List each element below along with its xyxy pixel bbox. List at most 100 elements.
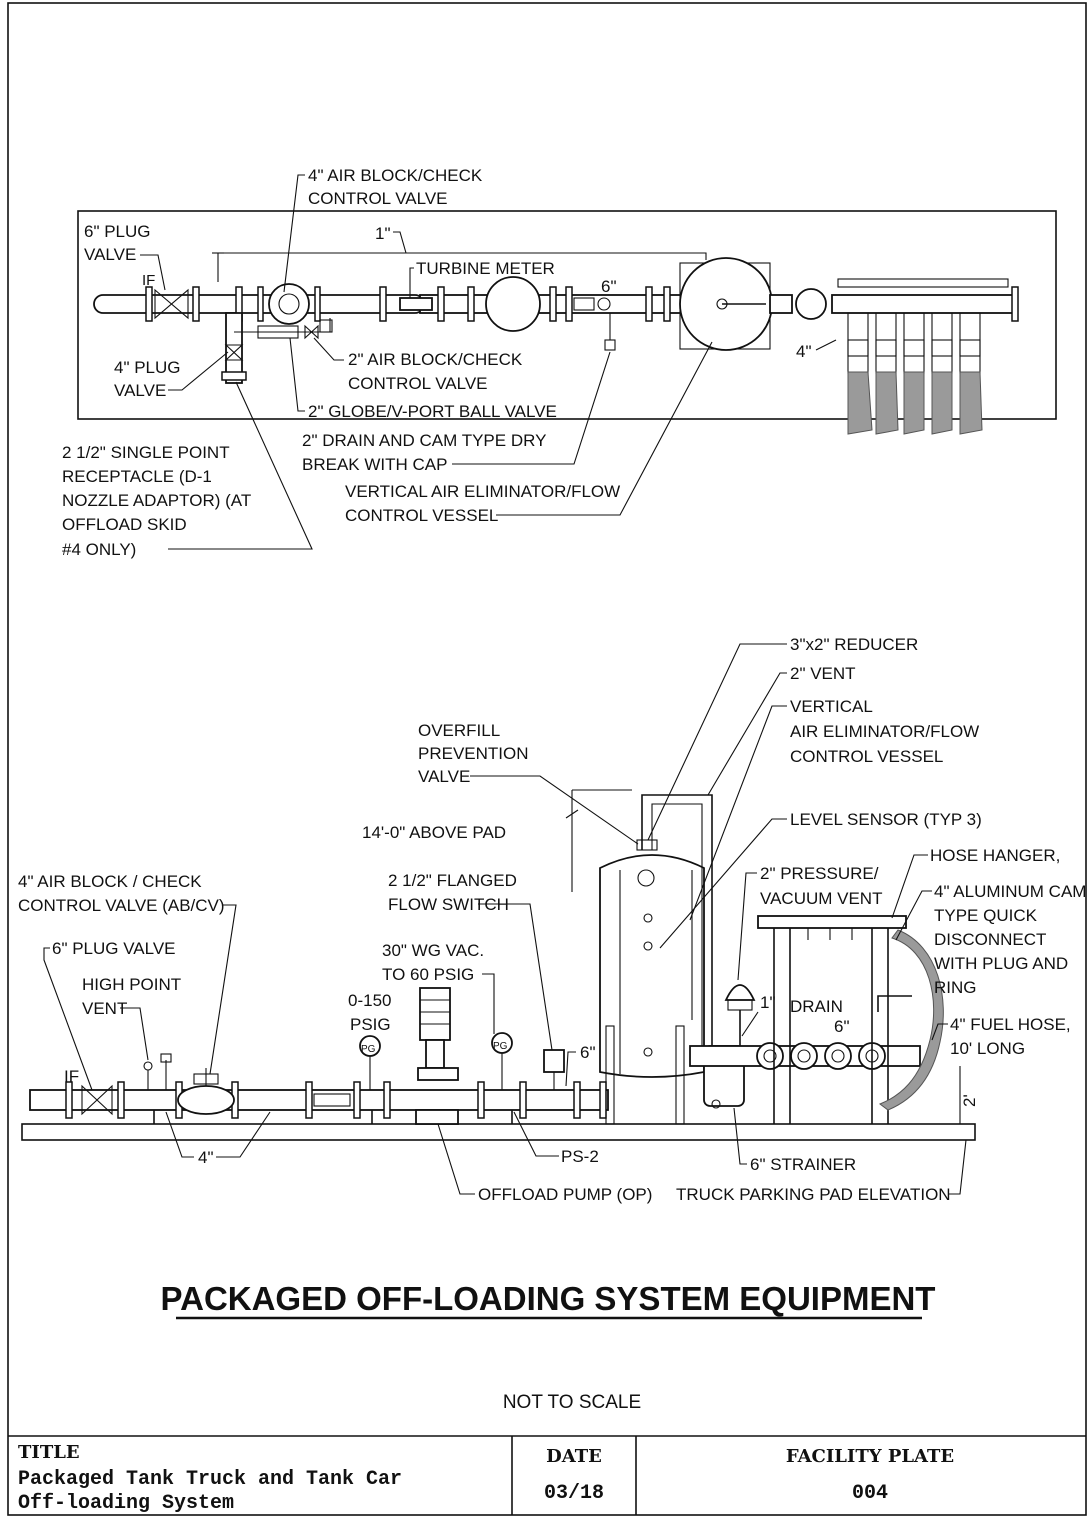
title-block-date-label: DATE: [546, 1446, 602, 1467]
offload-pump: [415, 1109, 459, 1125]
plan-label-plug-valve-6: 6" PLUG VALVE IF: [84, 222, 166, 291]
svg-text:2" PRESSURE/: 2" PRESSURE/: [760, 864, 879, 883]
high-point-vent: [143, 1061, 153, 1071]
label-flanged-flow-switch: 2 1/2" FLANGED FLOW SWITCH: [388, 871, 553, 1051]
svg-text:RECEPTACLE (D-1: RECEPTACLE (D-1: [62, 467, 212, 486]
plan-hoses: [847, 312, 983, 435]
plan-label-plug-valve-4: 4" PLUG VALVE: [114, 351, 229, 400]
label-truck-pad: TRUCK PARKING PAD ELEVATION: [676, 1139, 967, 1204]
label-vent-2: 2" VENT: [707, 664, 856, 796]
svg-text:2" AIR BLOCK/CHECK: 2" AIR BLOCK/CHECK: [348, 350, 523, 369]
svg-text:TYPE QUICK: TYPE QUICK: [934, 906, 1038, 925]
plan-manifold: [831, 294, 1017, 314]
hose-hanger: [757, 915, 907, 929]
svg-text:10' LONG: 10' LONG: [950, 1039, 1025, 1058]
svg-text:VENT: VENT: [82, 999, 127, 1018]
svg-text:4": 4": [198, 1148, 214, 1167]
svg-text:VALVE: VALVE: [84, 245, 136, 264]
plan-skid-outline: [77, 210, 1057, 420]
plan-globe-valve: [257, 325, 299, 339]
one-inch-line: [217, 252, 707, 282]
svg-text:TURBINE METER: TURBINE METER: [416, 259, 555, 278]
plan-strainer: [485, 276, 541, 332]
svg-text:#4 ONLY): #4 ONLY): [62, 540, 136, 559]
svg-text:LEVEL SENSOR (TYP 3): LEVEL SENSOR (TYP 3): [790, 810, 982, 829]
svg-text:VALVE: VALVE: [114, 381, 166, 400]
label-psig-0-150: 0-150 PSIG: [348, 991, 391, 1034]
title-block-title-line-1: Packaged Tank Truck and Tank Car: [18, 1468, 402, 1491]
label-high-point-vent: HIGH POINT VENT: [82, 975, 181, 1061]
label-fuel-hose: 4" FUEL HOSE, 10' LONG: [931, 1015, 1071, 1058]
svg-text:CONTROL VALVE: CONTROL VALVE: [308, 189, 448, 208]
title-block-plate-label: FACILITY PLATE: [786, 1446, 954, 1467]
plan-label-turbine-meter: TURBINE METER: [409, 259, 555, 298]
vent-loop: [641, 794, 713, 1050]
svg-text:RING: RING: [934, 978, 977, 997]
svg-text:6" PLUG: 6" PLUG: [84, 222, 151, 241]
title-block: TITLE Packaged Tank Truck and Tank Car O…: [8, 1435, 1086, 1515]
elevation-abcv-valve: [177, 1085, 235, 1115]
svg-text:WITH PLUG AND: WITH PLUG AND: [934, 954, 1068, 973]
svg-text:2 1/2" SINGLE POINT: 2 1/2" SINGLE POINT: [62, 443, 230, 462]
plan-view: 4" AIR BLOCK/CHECK CONTROL VALVE 6" PLUG…: [62, 166, 1057, 559]
svg-text:TO 60 PSIG: TO 60 PSIG: [382, 965, 474, 984]
svg-text:3"x2" REDUCER: 3"x2" REDUCER: [790, 635, 918, 654]
svg-text:PREVENTION: PREVENTION: [418, 744, 529, 763]
pressure-gauge-vac: [491, 1032, 513, 1054]
svg-text:FLOW SWITCH: FLOW SWITCH: [388, 895, 509, 914]
label-level-sensor: LEVEL SENSOR (TYP 3): [659, 810, 982, 949]
svg-text:PG: PG: [493, 1041, 508, 1052]
svg-text:HOSE HANGER,: HOSE HANGER,: [930, 846, 1060, 865]
svg-text:DISCONNECT: DISCONNECT: [934, 930, 1046, 949]
title-block-title-label: TITLE: [18, 1442, 80, 1463]
label-if: IF: [64, 1067, 79, 1086]
plan-air-block-valve: [268, 283, 310, 325]
label-offload-pump: OFFLOAD PUMP (OP): [437, 1123, 652, 1204]
svg-text:PSIG: PSIG: [350, 1015, 391, 1034]
svg-text:0-150: 0-150: [348, 991, 391, 1010]
plan-label-drain-cam: 2" DRAIN AND CAM TYPE DRY BREAK WITH CAP: [302, 351, 611, 474]
svg-text:4" AIR BLOCK/CHECK: 4" AIR BLOCK/CHECK: [308, 166, 483, 185]
svg-text:2" GLOBE/V-PORT BALL VALVE: 2" GLOBE/V-PORT BALL VALVE: [308, 402, 557, 421]
plan-label-six-inch: 6": [601, 277, 617, 296]
svg-text:HIGH POINT: HIGH POINT: [82, 975, 181, 994]
plan-turbine-meter: [399, 297, 433, 311]
label-plug-valve-6: 6" PLUG VALVE: [43, 939, 176, 1091]
svg-text:TRUCK PARKING PAD ELEVATION: TRUCK PARKING PAD ELEVATION: [676, 1185, 951, 1204]
plan-label-vertical-air-eliminator: VERTICAL AIR ELIMINATOR/FLOW CONTROL VES…: [345, 341, 713, 525]
offload-pump-motor: [419, 987, 451, 1041]
svg-text:30" WG VAC.: 30" WG VAC.: [382, 941, 484, 960]
svg-text:VERTICAL: VERTICAL: [790, 697, 873, 716]
svg-text:PS-2: PS-2: [561, 1147, 599, 1166]
svg-text:VALVE: VALVE: [418, 767, 470, 786]
label-pressure-vent: 2" PRESSURE/ VACUUM VENT: [737, 864, 882, 981]
svg-text:2 1/2" FLANGED: 2 1/2" FLANGED: [388, 871, 517, 890]
vertical-air-eliminator-vessel: [599, 854, 705, 1078]
elevation-main-pipe: [29, 1089, 609, 1111]
label-six-inch-pipe: 6": [580, 1043, 596, 1062]
label-overfill: OVERFILL PREVENTION VALVE: [418, 721, 639, 845]
svg-text:4" AIR BLOCK / CHECK: 4" AIR BLOCK / CHECK: [18, 872, 202, 891]
label-two-ft: 2': [960, 1094, 979, 1107]
pipe-supports: [153, 1110, 513, 1124]
svg-text:CONTROL VESSEL: CONTROL VESSEL: [790, 747, 943, 766]
label-air-block-abcv: 4" AIR BLOCK / CHECK CONTROL VALVE (AB/C…: [18, 872, 237, 1075]
reducer-3x2: [636, 839, 658, 851]
fuel-hose: [878, 929, 944, 1111]
svg-text:2" DRAIN AND CAM TYPE DRY: 2" DRAIN AND CAM TYPE DRY: [302, 431, 546, 450]
label-drain: DRAIN: [790, 997, 843, 1016]
title-block-plate-value: 004: [852, 1482, 888, 1505]
plan-label-globe-valve: 2" GLOBE/V-PORT BALL VALVE: [289, 337, 557, 421]
plan-label-one-inch: 1": [375, 224, 391, 243]
svg-text:AIR ELIMINATOR/FLOW: AIR ELIMINATOR/FLOW: [790, 722, 979, 741]
scale-note: NOT TO SCALE: [503, 1392, 641, 1413]
label-above-pad: 14'-0" ABOVE PAD: [362, 823, 506, 842]
drawing-title: PACKAGED OFF-LOADING SYSTEM EQUIPMENT: [161, 1280, 936, 1317]
svg-text:VERTICAL AIR ELIMINATOR/FLOW: VERTICAL AIR ELIMINATOR/FLOW: [345, 482, 620, 501]
label-six-inch-manifold: 6": [834, 1017, 850, 1036]
plan-flanges: [145, 286, 671, 322]
elevation-view: PG PG: [18, 635, 1086, 1204]
title-block-title-line-2: Off-loading System: [18, 1492, 234, 1515]
